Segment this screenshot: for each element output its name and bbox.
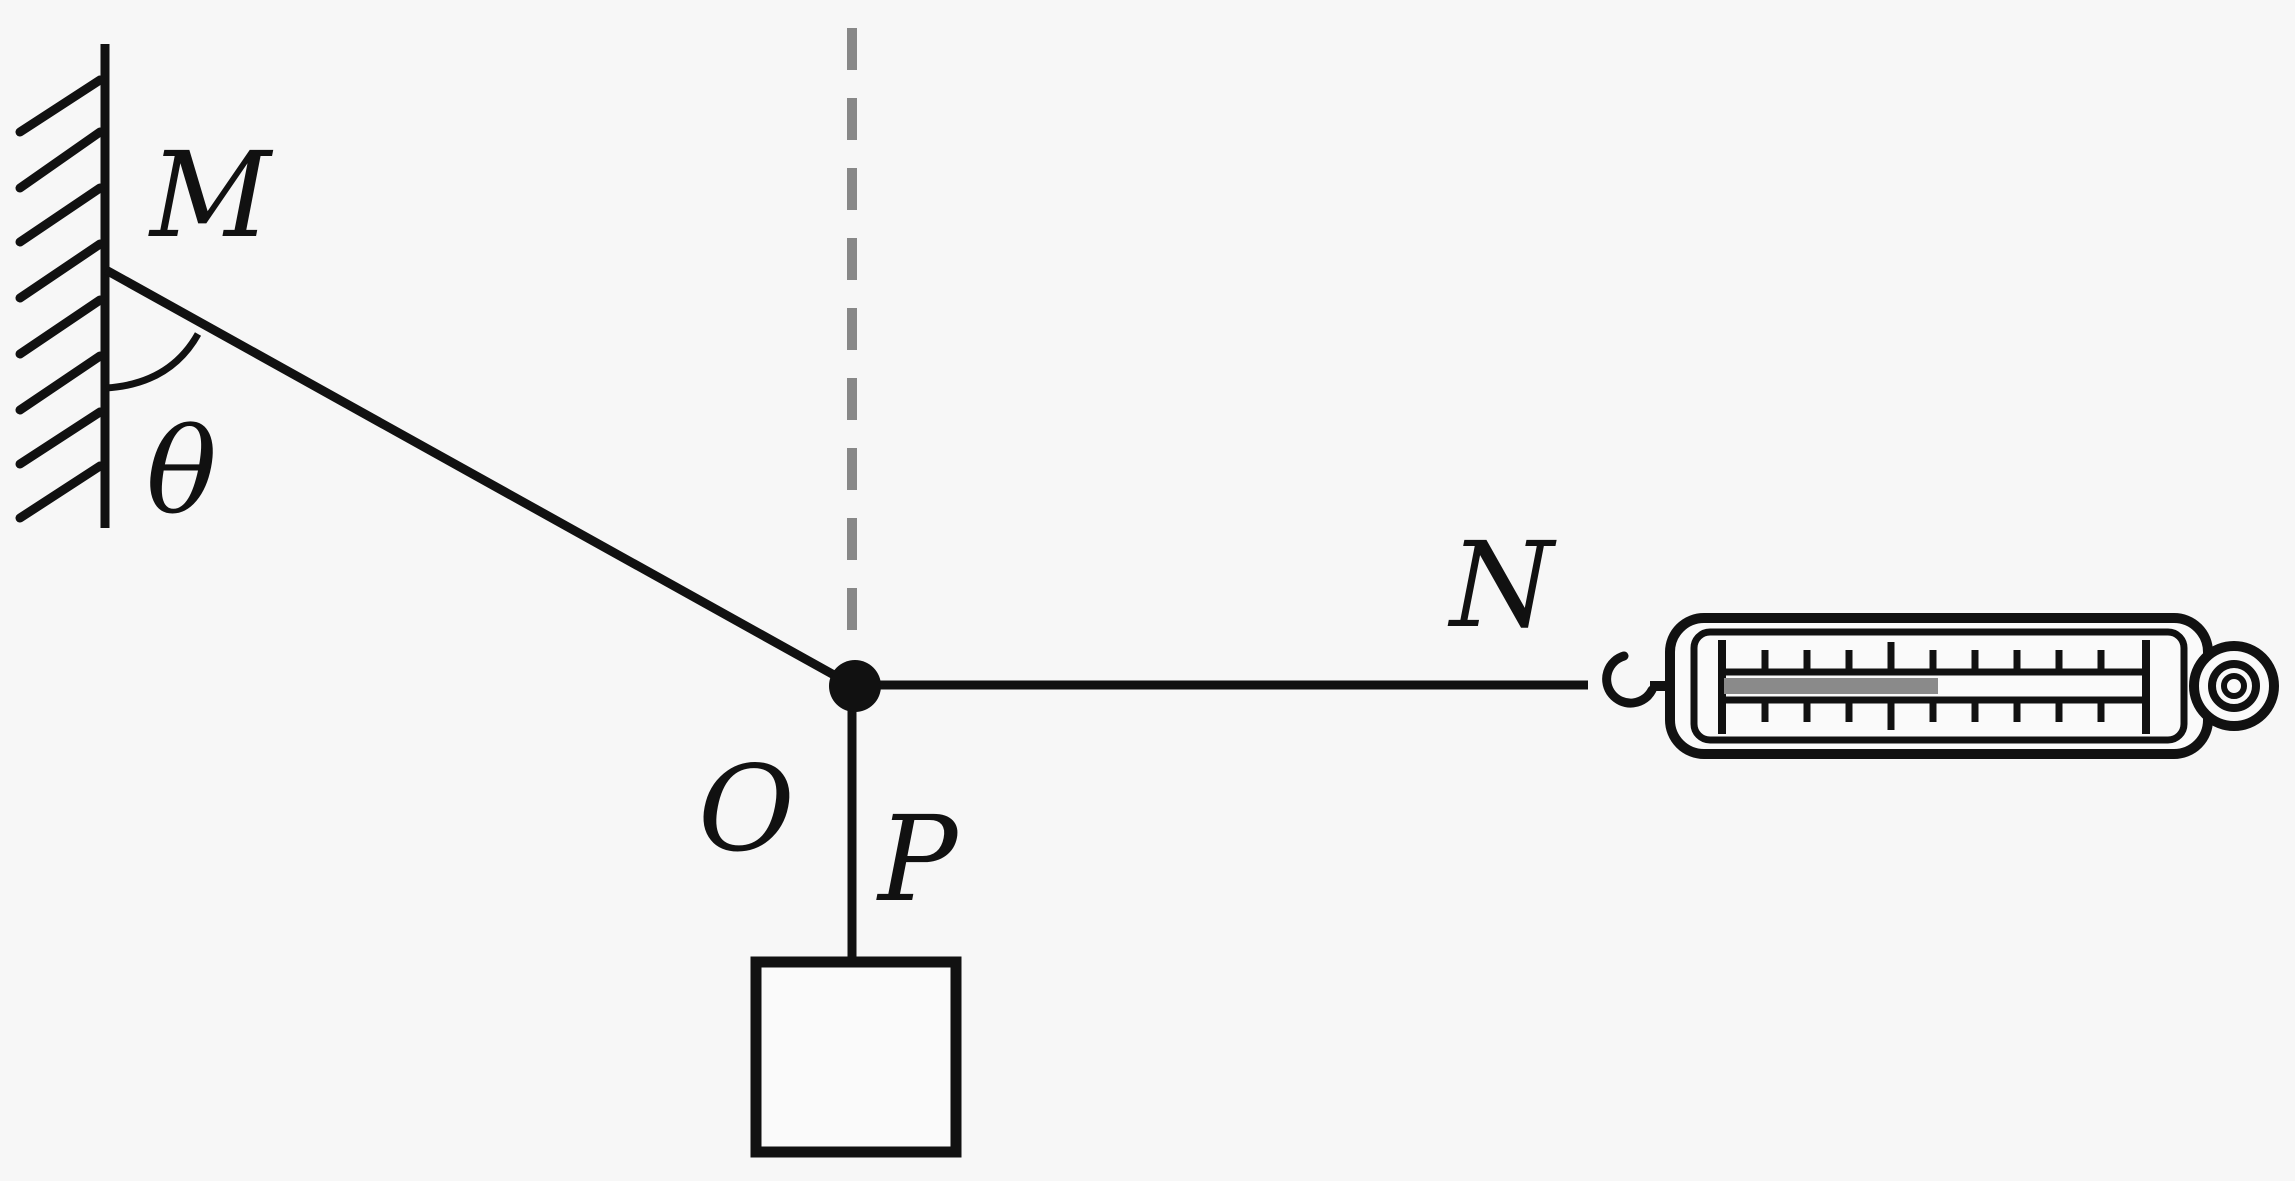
- wall: [15, 44, 110, 528]
- wall-hatching: [15, 75, 105, 523]
- label-o: O: [698, 740, 795, 878]
- label-p: P: [876, 790, 960, 928]
- spring-balance-icon: [1602, 613, 2279, 759]
- label-n: N: [1447, 516, 1557, 654]
- junction-knot: [829, 660, 881, 712]
- angle-arc: [105, 332, 202, 392]
- rope-mo: [103, 266, 855, 689]
- label-m: M: [148, 126, 274, 264]
- scale-indicator: [1724, 678, 1938, 694]
- scale-ticks: [1761, 642, 2105, 730]
- block-p: [750, 956, 962, 1158]
- label-theta: θ: [146, 402, 217, 540]
- hook: [1602, 651, 1657, 708]
